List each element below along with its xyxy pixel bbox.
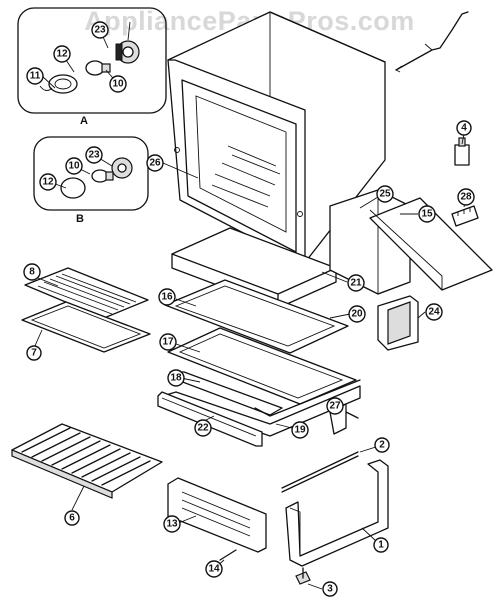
svg-text:2: 2 (379, 440, 385, 451)
drawer-slide (167, 477, 267, 553)
callout-8: 8 (23, 263, 41, 281)
callout-23a: 23 (91, 21, 109, 39)
svg-text:22: 22 (197, 423, 209, 434)
broiler-pan-frame (167, 327, 357, 405)
callout-13: 13 (163, 515, 181, 533)
inset-b-bulb (91, 169, 114, 183)
callout-19: 19 (291, 421, 309, 439)
svg-text:10: 10 (112, 79, 124, 90)
inset-b (33, 136, 149, 211)
callout-11: 11 (26, 67, 44, 85)
svg-text:20: 20 (351, 309, 363, 320)
callout-15: 15 (418, 205, 436, 223)
svg-text:14: 14 (208, 564, 220, 575)
callout-6: 6 (64, 510, 80, 526)
svg-text:24: 24 (428, 307, 440, 318)
inset-b-frame (33, 136, 149, 211)
callout-12a: 12 (53, 45, 71, 63)
callout-10b: 10 (65, 157, 83, 175)
callout-24: 24 (425, 303, 443, 321)
screw (219, 549, 237, 561)
svg-text:12: 12 (42, 177, 54, 188)
inset-a-frame (17, 7, 167, 114)
inset-a (17, 7, 167, 114)
callout-14: 14 (205, 560, 223, 578)
inset-a-lamp-socket (115, 40, 140, 64)
callout-23b: 23 (85, 146, 103, 164)
svg-text:21: 21 (350, 278, 362, 289)
svg-text:12: 12 (56, 49, 68, 60)
svg-text:26: 26 (149, 158, 161, 169)
svg-text:17: 17 (162, 337, 174, 348)
svg-text:28: 28 (460, 192, 472, 203)
svg-text:11: 11 (30, 71, 41, 82)
callout-27: 27 (326, 397, 344, 415)
svg-text:7: 7 (31, 348, 37, 359)
inset-a-lens (48, 74, 78, 94)
oven-cavity (167, 11, 386, 266)
inset-a-label: A (80, 115, 88, 127)
callout-28: 28 (457, 188, 475, 206)
callout-3: 3 (322, 581, 338, 597)
svg-text:10: 10 (68, 161, 80, 172)
svg-text:6: 6 (69, 513, 75, 524)
drawer-rod (281, 451, 359, 493)
callout-2: 2 (374, 437, 390, 453)
svg-text:23: 23 (88, 150, 100, 161)
callout-21: 21 (347, 274, 365, 292)
oven-rack (11, 423, 163, 499)
inset-a-clip (39, 85, 53, 91)
callout-25: 25 (376, 185, 394, 203)
callout-17: 17 (159, 333, 177, 351)
callout-12b: 12 (39, 173, 57, 191)
svg-text:25: 25 (379, 189, 391, 200)
callout-26: 26 (146, 154, 164, 172)
inset-b-lamp-socket (111, 157, 133, 179)
callout-7: 7 (26, 345, 42, 361)
inset-b-label: B (76, 213, 84, 225)
svg-text:1: 1 (378, 540, 384, 551)
rear-bracket (369, 197, 493, 291)
terminal-block (451, 205, 479, 227)
vent-box (377, 295, 419, 351)
callout-1: 1 (373, 537, 389, 553)
broil-pan (21, 301, 151, 353)
svg-text:18: 18 (170, 373, 182, 384)
inset-a-bulb (85, 60, 111, 76)
svg-text:27: 27 (329, 401, 341, 412)
callout-18: 18 (167, 369, 185, 387)
svg-text:16: 16 (161, 292, 173, 303)
oven-bottom (164, 279, 349, 354)
callout-4: 4 (456, 120, 472, 136)
svg-text:3: 3 (327, 584, 333, 595)
drawer-front-rail (157, 391, 263, 447)
callout-10a: 10 (109, 75, 127, 93)
callout-22: 22 (194, 419, 212, 437)
inset-b-lens (60, 177, 86, 199)
callout-20: 20 (348, 305, 366, 323)
power-cord-assembly (395, 11, 469, 73)
svg-text:19: 19 (294, 425, 306, 436)
leveling-leg (295, 567, 311, 585)
svg-text:23: 23 (94, 25, 106, 36)
drawer-bracket (285, 459, 389, 567)
svg-text:4: 4 (461, 123, 467, 134)
svg-text:8: 8 (29, 267, 35, 278)
svg-text:15: 15 (421, 209, 433, 220)
svg-text:13: 13 (166, 519, 178, 530)
callout-16: 16 (158, 288, 176, 306)
